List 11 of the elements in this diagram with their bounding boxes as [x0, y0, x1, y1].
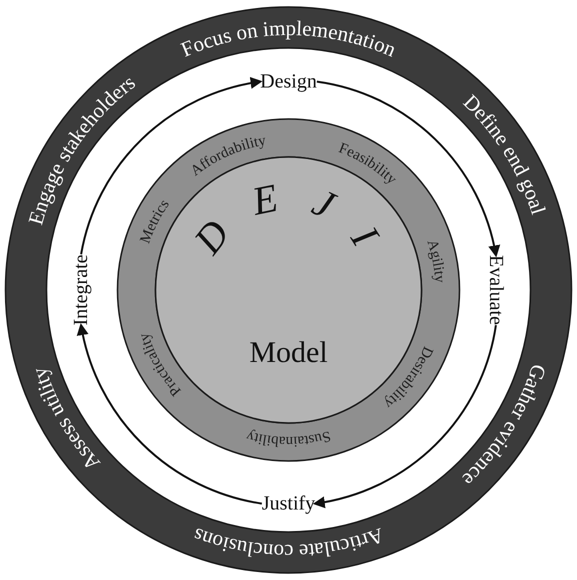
ring-label: Articulate conclusions	[190, 523, 387, 564]
model-label: Model	[249, 336, 328, 369]
curved-arrow	[316, 80, 500, 258]
curved-arrow	[80, 78, 263, 255]
curved-arrow	[312, 324, 497, 508]
stage-label: Evaluate	[484, 255, 507, 325]
curved-arrow	[77, 323, 262, 505]
stage-label: Design	[260, 70, 317, 93]
ring-label: Sustainability	[244, 427, 332, 450]
stage-label: Integrate	[70, 254, 92, 326]
stage-label: Justify	[262, 492, 316, 515]
